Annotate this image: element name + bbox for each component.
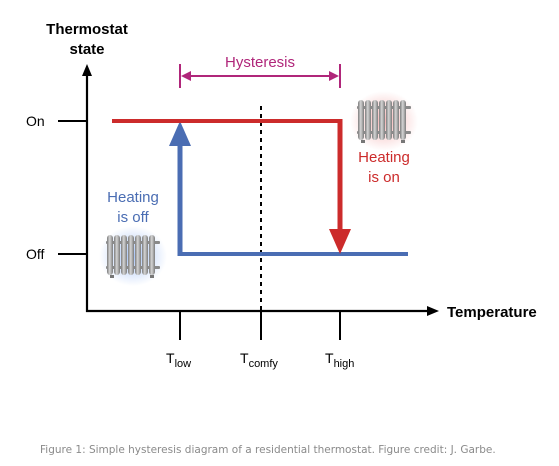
figure-caption: Figure 1: Simple hysteresis diagram of a… <box>40 444 496 456</box>
t-high-label: Thigh <box>325 350 354 370</box>
hysteresis-left-arrowhead <box>181 71 191 81</box>
t-comfy-sub: comfy <box>249 358 279 370</box>
off-state-label: Off <box>26 246 45 262</box>
hysteresis-right-arrowhead <box>329 71 339 81</box>
x-axis-title: Temperature <box>447 304 537 321</box>
y-axis-arrowhead <box>82 64 92 76</box>
t-comfy-label: Tcomfy <box>240 350 278 370</box>
off-path-arrowhead <box>169 121 191 146</box>
heating-off-label-line2: is off <box>117 209 149 226</box>
heating-off-label-line1: Heating <box>107 189 159 206</box>
radiator-icon-cool <box>99 226 167 286</box>
x-axis-arrowhead <box>427 306 439 316</box>
heating-on-label-line2: is on <box>368 169 400 186</box>
radiator-icon-warm <box>350 91 418 151</box>
t-high-base: T <box>325 350 334 366</box>
t-low-base: T <box>166 350 175 366</box>
on-path-arrowhead <box>329 229 351 254</box>
t-comfy-base: T <box>240 350 249 366</box>
y-axis-title-line2: state <box>69 41 104 58</box>
hysteresis-label: Hysteresis <box>225 54 295 71</box>
t-low-sub: low <box>175 358 192 370</box>
y-axis-title-line1: Thermostat <box>46 21 128 38</box>
t-low-label: Tlow <box>166 350 191 370</box>
heating-on-label-line1: Heating <box>358 149 410 166</box>
hysteresis-diagram: Thermostat state Temperature On Off Tlow… <box>26 21 537 370</box>
on-state-label: On <box>26 113 45 129</box>
t-high-sub: high <box>334 358 355 370</box>
